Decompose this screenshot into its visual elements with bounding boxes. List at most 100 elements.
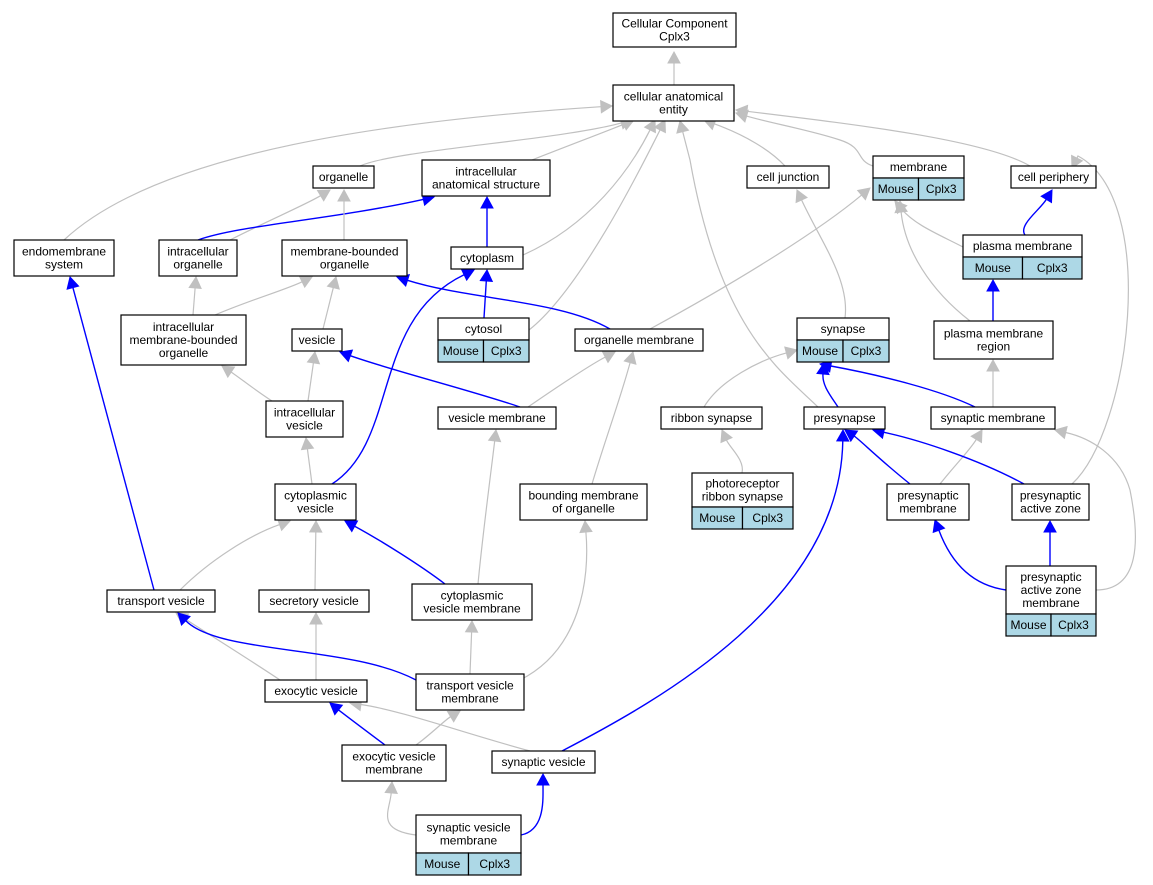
arrowhead-presynapse-to-cae [676,119,690,134]
arrowhead-imbo-to-intraorg [188,275,202,289]
edge-transportves-to-cytovesicle [179,524,280,591]
node-vesmembrane[interactable]: vesicle membrane [437,406,557,430]
node-vesicle[interactable]: vesicle [291,328,343,352]
node-label-line: intracellular [167,245,228,259]
annotation-gene-cell [741,506,794,530]
node-label-line: cytoplasm [460,251,514,265]
arrowhead-pmregion-to-membrane [894,199,908,214]
arrowhead-vesmembrane-to-vesicle [339,349,354,363]
node-box [612,84,735,122]
arrowhead-cytovesicle-to-cytoplasm [460,268,475,282]
node-box [411,583,533,621]
arrowhead-photoribbon-to-ribbon [720,429,733,444]
edge-boundmem-to-orgmembrane [591,362,631,485]
node-box [574,328,704,352]
edge-organelle-to-cae [359,122,622,167]
node-cytoplasm[interactable]: cytoplasm [450,246,524,270]
arrowhead-cellperiphery-to-cae [734,104,749,119]
edge-transvesmem-to-boundmem [519,531,588,681]
annotation-gene-cell [917,177,965,201]
arrowhead-pazmem-to-presynaz [1043,519,1057,533]
edge-plasmamembrane-to-cellperiphery [1022,199,1047,236]
edge-presynaz-to-cellperiphery [1071,155,1129,485]
node-box [158,239,238,277]
edge-pazmem-to-synmembrane [1065,431,1136,591]
edge-imbo-to-mbo [214,281,303,316]
arrowhead-mbo-to-organelle [337,188,351,202]
node-box [415,673,525,711]
node-label-line: organelle membrane [584,333,694,347]
node-label-line: vesicle [297,502,334,516]
node-transportves[interactable]: transport vesicle [106,589,216,613]
node-box [258,589,370,613]
node-label-line: active zone [1021,583,1082,597]
node-label-line: organelle [159,346,209,360]
node-exocyticves[interactable]: exocytic vesicle [264,679,368,703]
node-label-line: entity [659,103,688,117]
edge-synmembrane-to-synapse [830,365,976,408]
arrowhead-transvesmem-to-boundmem [579,519,593,534]
arrowhead-synmembrane-to-pmregion [986,358,1000,372]
node-box [691,472,794,508]
node-label-line: bounding membrane [528,489,638,503]
node-secretoryves[interactable]: secretory vesicle [258,589,370,613]
node-label-line: secretory vesicle [269,594,359,608]
edge-transvesmem-to-cytovesmem [469,631,473,675]
node-presynapse[interactable]: presynapse [803,406,886,430]
arrowhead-transportves-to-endomembrane [66,275,80,290]
node-synmembrane[interactable]: synaptic membrane [930,406,1056,430]
node-orgmembrane[interactable]: organelle membrane [574,328,704,352]
arrowhead-exovesmem-to-exocyticves [329,702,344,716]
node-cellperiphery[interactable]: cell periphery [1010,165,1097,189]
edge-synvesmem-to-exovesmem [387,792,417,836]
arrowhead-presynmem-to-synmembrane [970,429,983,444]
node-label-line: region [977,340,1010,354]
edge-vesmembrane-to-orgmembrane [527,356,606,408]
edge-orgmembrane-to-membrane [649,194,862,330]
node-label-line: membrane [441,692,499,706]
node-label-line: membrane [440,834,498,848]
node-box [491,750,596,774]
node-organelle[interactable]: organelle [312,165,375,189]
node-ribbon[interactable]: ribbon synapse [660,406,763,430]
arrowhead-exocyticves-to-secretoryves [309,611,323,625]
edges-layer [63,50,1136,836]
edge-synves-to-presynapse [561,440,844,752]
node-synves[interactable]: synaptic vesicle [491,750,596,774]
arrowhead-pmregion-to-plasmamembrane [986,278,1000,292]
arrowhead-endomembrane-to-cae [600,99,614,114]
node-celljunction[interactable]: cell junction [746,165,830,189]
node-label-line: presynaptic [897,489,958,503]
node-box [421,159,551,197]
annotation-gene-label: Cplx3 [479,857,510,871]
annotation-gene-cell [1050,613,1097,637]
node-label-line: transport vesicle [426,679,514,693]
node-box [803,406,886,430]
edge-vesmembrane-to-vesicle [350,355,521,408]
edge-secretoryves-to-cytovesicle [314,531,317,591]
arrowhead-ribbon-to-synapse [784,346,799,360]
